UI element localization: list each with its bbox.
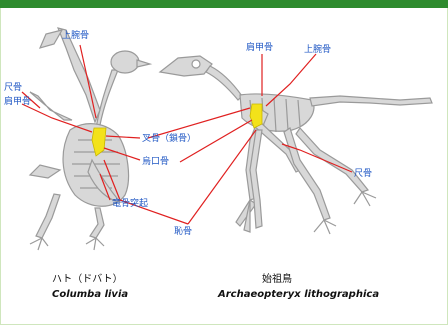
caption-arch-jp: 始祖鳥 bbox=[262, 272, 292, 285]
caption-pigeon-jp: ハト（ドバト） bbox=[52, 273, 123, 285]
caption-pigeon-latin: Columba livia bbox=[52, 289, 128, 300]
label-furcula: 叉骨（鎖骨） bbox=[142, 132, 196, 144]
label-arch-humerus: 上腕骨 bbox=[304, 43, 331, 55]
label-coracoid: 烏口骨 bbox=[142, 155, 169, 167]
label-pigeon-scapula: 肩甲骨 bbox=[4, 95, 31, 107]
caption-arch-latin: Archaeopteryx lithographica bbox=[217, 289, 379, 300]
label-pigeon-ulna: 尺骨 bbox=[4, 82, 22, 93]
label-arch-ulna: 尺骨 bbox=[354, 168, 372, 179]
label-arch-scapula: 肩甲骨 bbox=[246, 41, 273, 53]
label-pigeon-humerus: 上腕骨 bbox=[62, 29, 89, 41]
label-pubis: 恥骨 bbox=[174, 226, 192, 237]
pigeon-skeleton bbox=[30, 28, 150, 250]
label-sternum-keel: 竜骨突起 bbox=[112, 197, 148, 209]
